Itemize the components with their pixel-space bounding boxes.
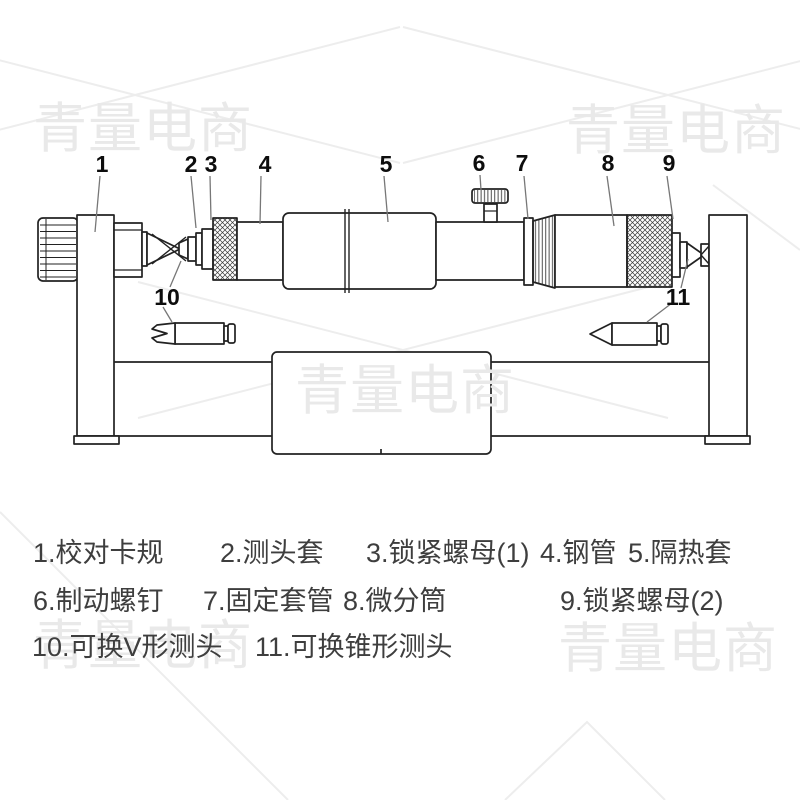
drawing — [37, 188, 751, 455]
fixed-sleeve-step — [523, 217, 534, 286]
legend-item-3: 3.锁紧螺母(1) — [366, 538, 530, 568]
watermark-text: 青量电商 — [33, 616, 253, 676]
stand-boss — [113, 222, 143, 278]
watermark-text: 青量电商 — [566, 101, 786, 161]
leader-10a — [169, 260, 182, 288]
callout-3: 3 — [205, 151, 218, 177]
heat-sleeve-flange — [344, 209, 350, 293]
spare-cone-probe-cap — [660, 323, 669, 345]
legend-item-2: 2.测头套 — [220, 538, 324, 568]
ratchet-knob — [37, 217, 79, 282]
legend-item-4: 4.钢管 — [540, 538, 617, 568]
lock-nut-1 — [212, 217, 238, 281]
leader-4 — [259, 175, 262, 225]
callout-5: 5 — [380, 151, 393, 177]
right-anvil-notch — [700, 245, 710, 265]
probe-tip-left — [178, 238, 189, 260]
lock-nut-2 — [626, 214, 673, 288]
probe-sleeve-ring-2 — [195, 232, 203, 266]
left-stand-foot — [73, 435, 120, 445]
legend-item-8: 8.微分筒 — [343, 586, 447, 616]
spare-v-probe-body — [174, 322, 225, 345]
leader-2 — [190, 175, 197, 229]
leader-7 — [523, 175, 529, 220]
leader-9 — [666, 175, 674, 220]
callout-4: 4 — [259, 151, 272, 177]
left-stand-plate — [76, 214, 115, 437]
cone-probe-installed — [686, 242, 705, 268]
knurl-taper — [532, 214, 556, 289]
leader-11a — [680, 258, 689, 289]
ratchet-knob-ribs — [40, 219, 76, 280]
thimble — [554, 214, 628, 288]
right-stand-plate — [708, 214, 748, 437]
callout-numbers: 1 2 3 4 5 6 7 8 9 10 11 — [96, 150, 691, 310]
spare-v-probe-cap — [227, 323, 236, 344]
spare-cone-probe-body — [611, 322, 658, 346]
legend-item-10: 10.可换V形测头 — [32, 632, 223, 662]
watermark-diagonal-lines — [0, 26, 800, 800]
callout-1: 1 — [96, 151, 109, 177]
legend-item-6: 6.制动螺钉 — [33, 586, 164, 616]
leader-6 — [479, 174, 482, 191]
stand-cone-anvil — [146, 232, 181, 266]
leader-1 — [94, 175, 101, 233]
right-head-ring-1 — [671, 232, 681, 278]
probe-sleeve-ring-1 — [187, 236, 197, 262]
fixed-sleeve-tube — [435, 221, 525, 281]
leader-11b — [646, 302, 673, 323]
leader-8 — [606, 175, 615, 227]
callout-9: 9 — [663, 150, 676, 176]
spare-v-probe — [151, 322, 236, 345]
watermark-text: 青量电商 — [295, 361, 515, 421]
spare-cone-probe-tip — [589, 322, 613, 346]
callout-7: 7 — [516, 150, 529, 176]
brake-screw-head-knurl — [474, 190, 506, 202]
probe-sleeve — [201, 228, 214, 270]
callout-8: 8 — [602, 150, 615, 176]
stand-boss-lines — [114, 229, 142, 271]
leader-5 — [383, 175, 389, 223]
heat-sleeve — [282, 212, 437, 290]
steel-tube — [236, 221, 284, 281]
legend-item-11: 11.可换锥形测头 — [255, 632, 453, 662]
spare-v-probe-prongs — [151, 322, 176, 345]
right-stand-foot — [704, 435, 751, 445]
brake-screw-stem — [483, 203, 498, 223]
legend-item-5: 5.隔热套 — [628, 538, 732, 568]
legend-item-9: 9.锁紧螺母(2) — [560, 586, 724, 616]
callout-2: 2 — [185, 151, 198, 177]
right-head-ring-2 — [679, 241, 688, 269]
watermark-text: 青量电商 — [558, 619, 778, 679]
callout-10: 10 — [154, 284, 180, 310]
legend-item-1: 1.校对卡规 — [33, 538, 164, 568]
spare-cone-probe — [589, 322, 669, 346]
callout-11: 11 — [666, 284, 691, 310]
callout-6: 6 — [473, 150, 486, 176]
leader-lines — [94, 174, 689, 323]
leader-10b — [162, 306, 173, 323]
leader-3 — [209, 175, 212, 221]
watermark-text: 青量电商 — [33, 99, 253, 159]
legend-item-7: 7.固定套管 — [203, 586, 334, 616]
